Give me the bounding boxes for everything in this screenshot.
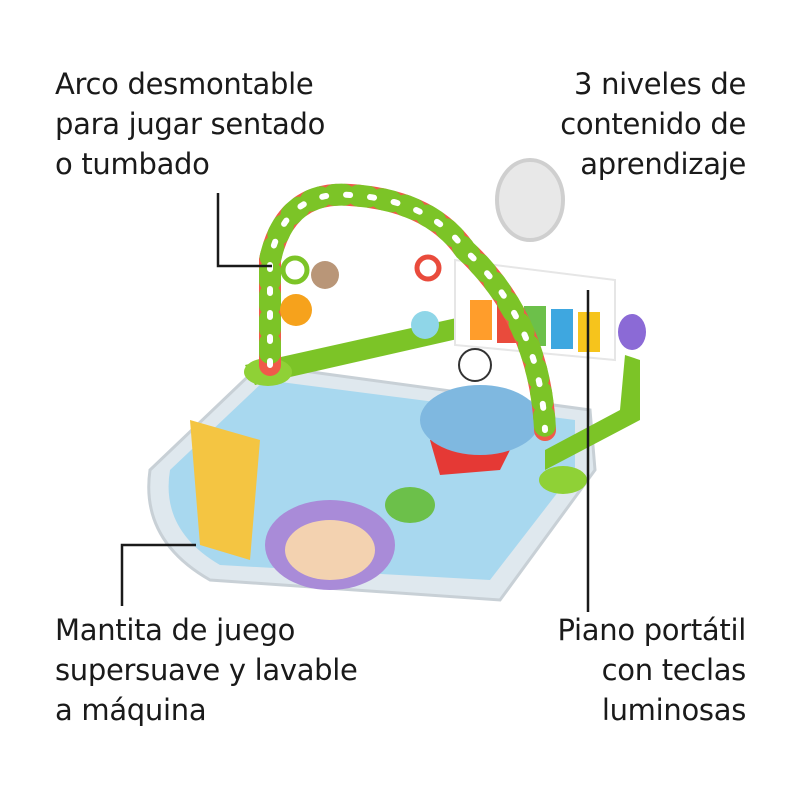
hanging-toys bbox=[280, 254, 492, 382]
play-arch bbox=[259, 183, 556, 441]
callout-line-mat bbox=[120, 543, 196, 606]
callout-mat: Mantita de juego supersuave y lavable a … bbox=[55, 613, 358, 727]
callout-piano: Piano portátil con teclas luminosas bbox=[557, 613, 746, 727]
play-mat bbox=[147, 363, 597, 602]
callout-learning-levels: 3 niveles de contenido de aprendizaje bbox=[560, 67, 746, 181]
callout-lines bbox=[120, 193, 590, 612]
callout-line-arch bbox=[216, 193, 272, 268]
callout-arch: Arco desmontable para jugar sentado o tu… bbox=[55, 67, 326, 181]
